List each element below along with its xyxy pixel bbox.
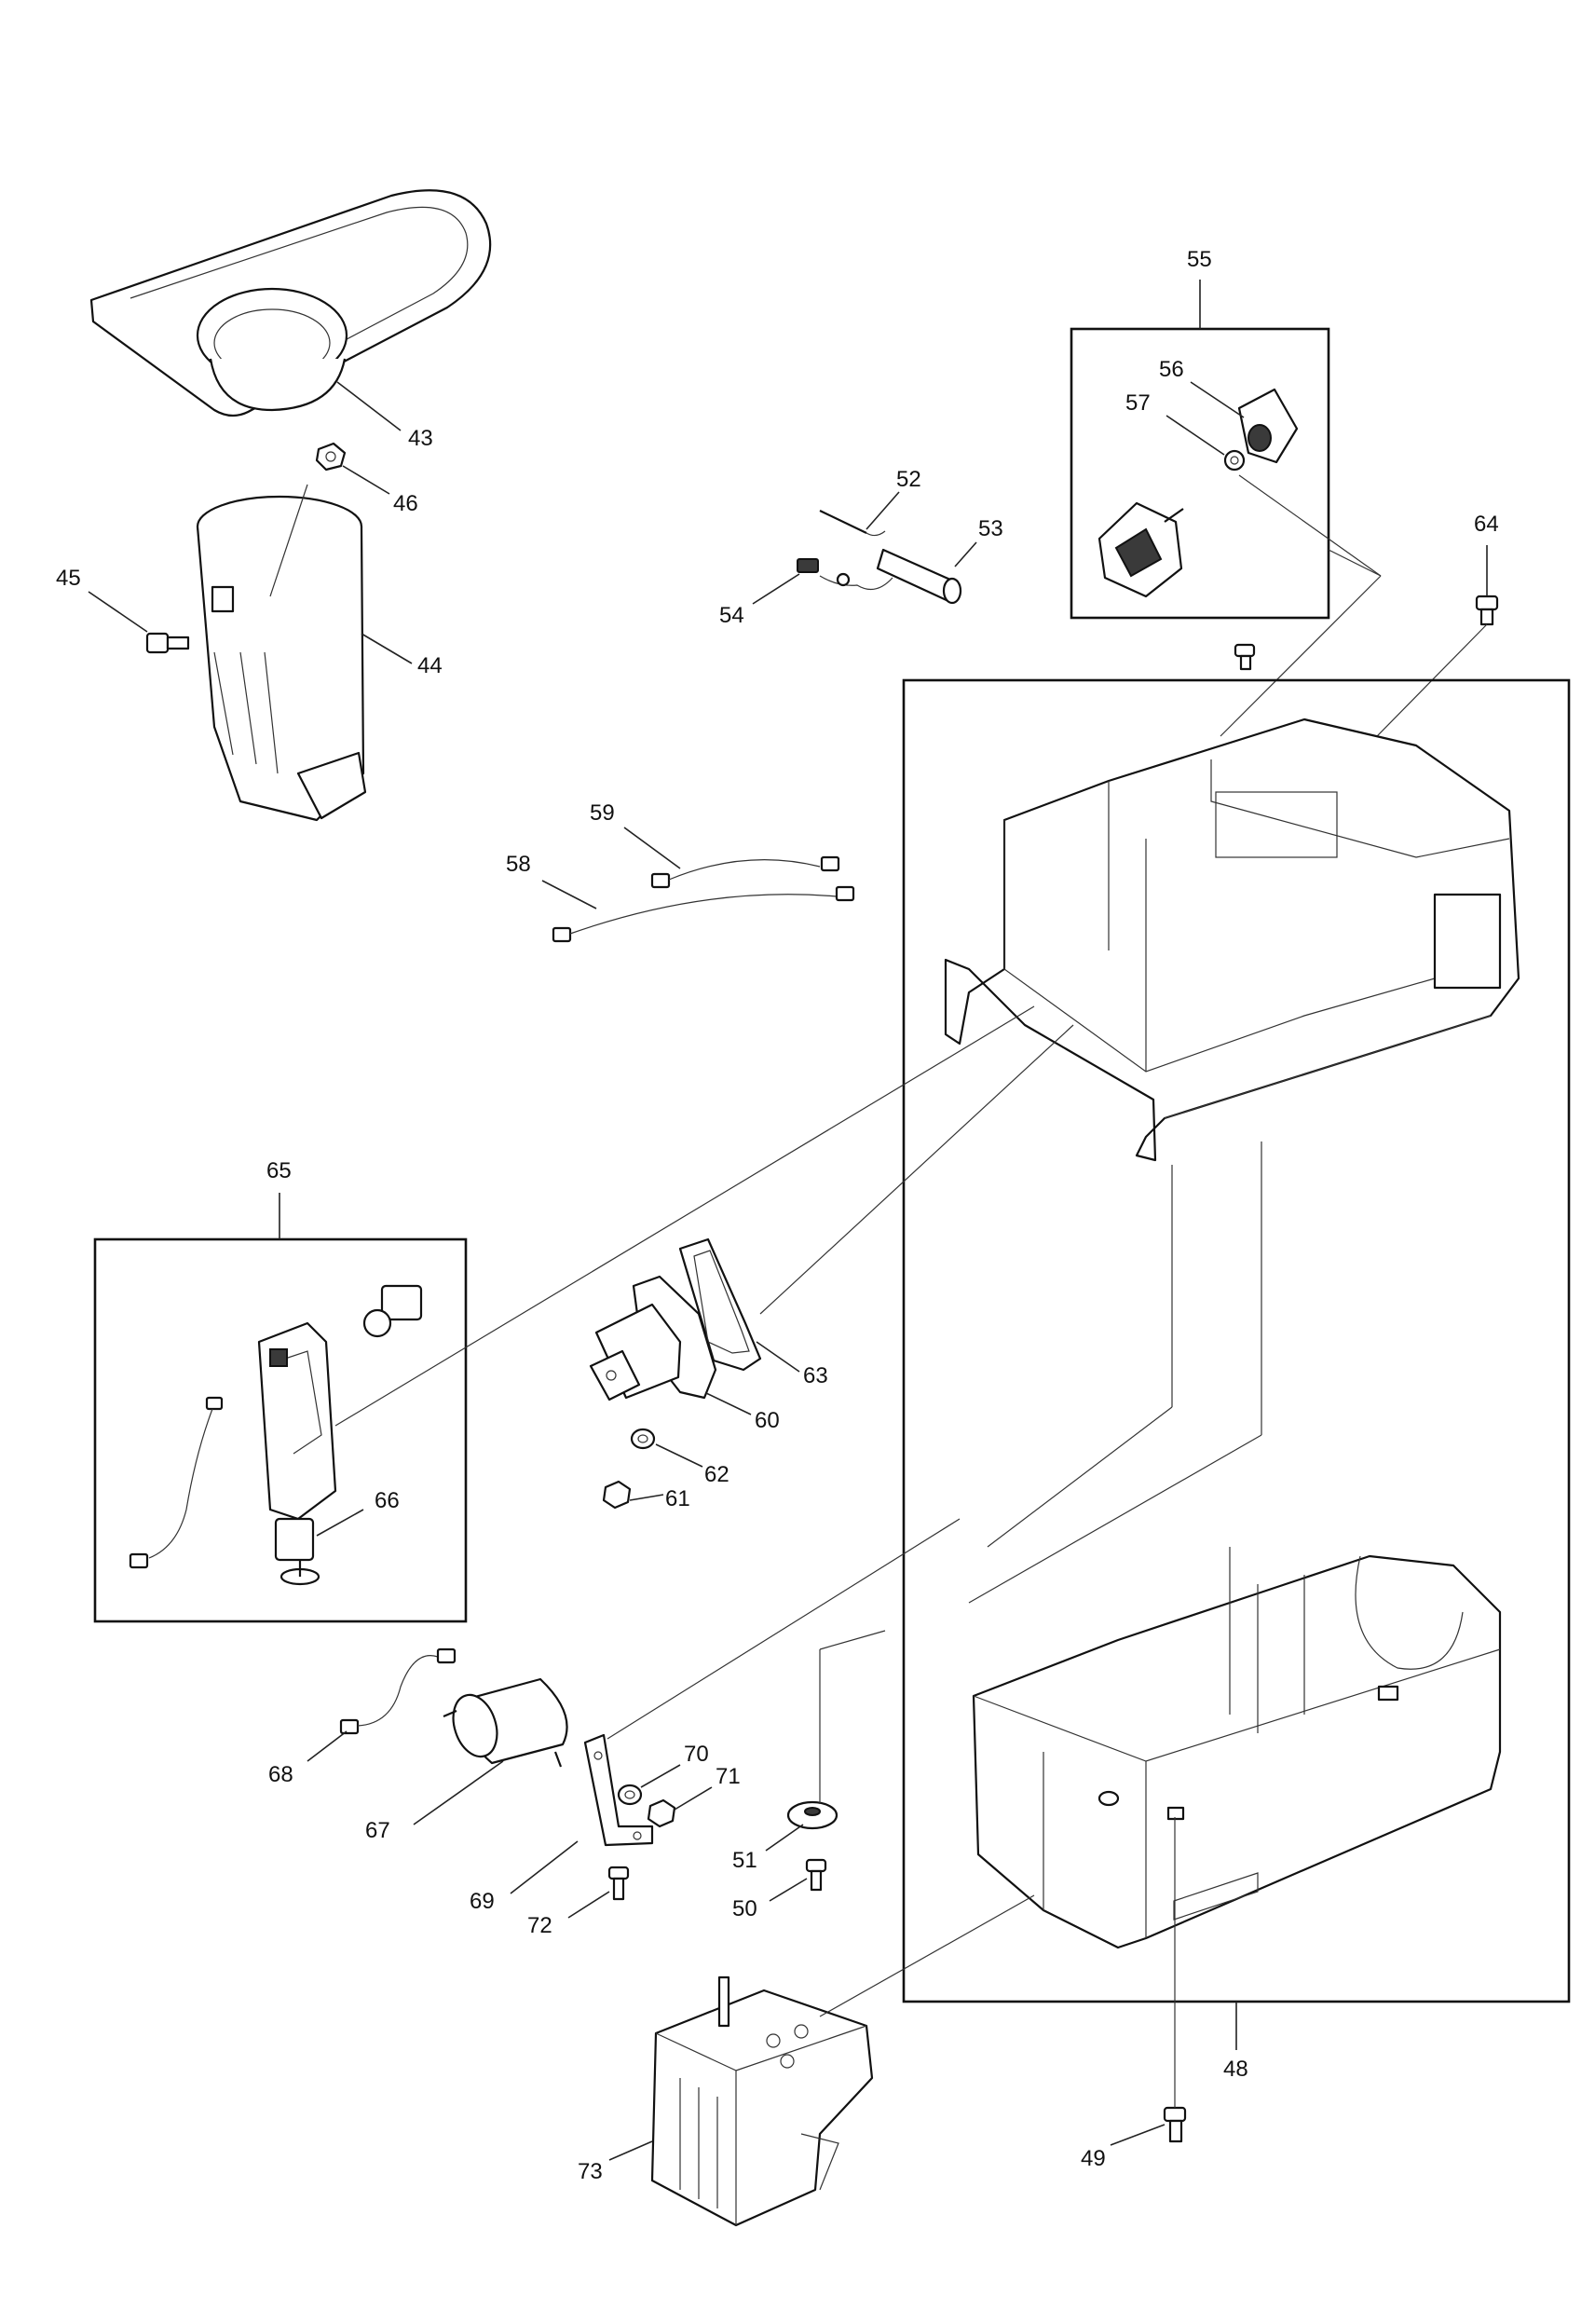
label-67: 67 <box>365 1818 390 1843</box>
part-65-lead-wire <box>129 1396 224 1569</box>
part-65-switch-bracket <box>257 1321 337 1521</box>
label-61: 61 <box>665 1486 690 1511</box>
label-63: 63 <box>803 1363 828 1388</box>
part-58-wire <box>552 885 855 943</box>
label-56: 56 <box>1159 357 1184 382</box>
part-72-screw <box>607 1866 630 1901</box>
part-64-screw <box>1475 595 1499 626</box>
label-49: 49 <box>1081 2146 1106 2171</box>
part-57-washer <box>1223 449 1246 472</box>
label-43: 43 <box>408 426 433 451</box>
part-56-knob <box>1237 388 1299 464</box>
label-65: 65 <box>266 1158 292 1183</box>
label-48: 48 <box>1223 2057 1248 2082</box>
part-53-sleeve <box>876 548 962 605</box>
label-68: 68 <box>268 1762 293 1787</box>
part-69-bracket <box>583 1733 654 1847</box>
label-69: 69 <box>470 1889 495 1914</box>
part-45-screw <box>145 632 190 654</box>
label-46: 46 <box>393 491 418 516</box>
label-73: 73 <box>578 2159 603 2184</box>
part-48-upper-cover <box>944 718 1520 1162</box>
label-57: 57 <box>1125 390 1151 416</box>
part-55-switch-body <box>1097 501 1184 598</box>
part-46-nut <box>315 442 347 472</box>
label-55: 55 <box>1187 247 1212 272</box>
part-70-washer <box>617 1784 643 1806</box>
label-44: 44 <box>417 653 443 678</box>
part-48-lower-base <box>972 1547 1502 1949</box>
part-49-screw <box>1163 2106 1187 2143</box>
part-66-actuator <box>274 1517 320 1586</box>
label-45: 45 <box>56 566 81 591</box>
part-43-hopper-tray <box>89 189 492 417</box>
part-60-cord-inlet <box>589 1275 717 1401</box>
label-52: 52 <box>896 467 921 492</box>
part-62-washer <box>630 1428 656 1450</box>
part-68-lead-wire <box>339 1647 457 1735</box>
part-73-motor-cover <box>650 1975 874 2227</box>
label-53: 53 <box>978 516 1003 541</box>
part-54-connector <box>797 558 893 591</box>
label-58: 58 <box>506 852 531 877</box>
group-65-frame <box>93 1237 468 1623</box>
label-70: 70 <box>684 1742 709 1767</box>
label-54: 54 <box>719 603 744 628</box>
label-51: 51 <box>732 1848 757 1873</box>
part-61-nut <box>602 1480 632 1510</box>
part-59-wire <box>650 855 840 889</box>
part-65-microswitch <box>362 1284 423 1338</box>
label-59: 59 <box>590 800 615 826</box>
label-66: 66 <box>375 1488 400 1513</box>
label-71: 71 <box>716 1764 741 1789</box>
label-60: 60 <box>755 1408 780 1433</box>
part-52-wire-pin <box>819 510 886 537</box>
label-72: 72 <box>527 1913 552 1938</box>
spare-screw-icon <box>1234 643 1256 671</box>
part-51-foot <box>786 1800 838 1830</box>
part-71-nut <box>647 1798 676 1828</box>
part-44-chute <box>196 484 367 822</box>
label-64: 64 <box>1474 512 1499 537</box>
part-67-capacitor <box>443 1677 568 1768</box>
label-62: 62 <box>704 1462 729 1487</box>
label-50: 50 <box>732 1896 757 1921</box>
part-50-screw <box>805 1858 827 1892</box>
